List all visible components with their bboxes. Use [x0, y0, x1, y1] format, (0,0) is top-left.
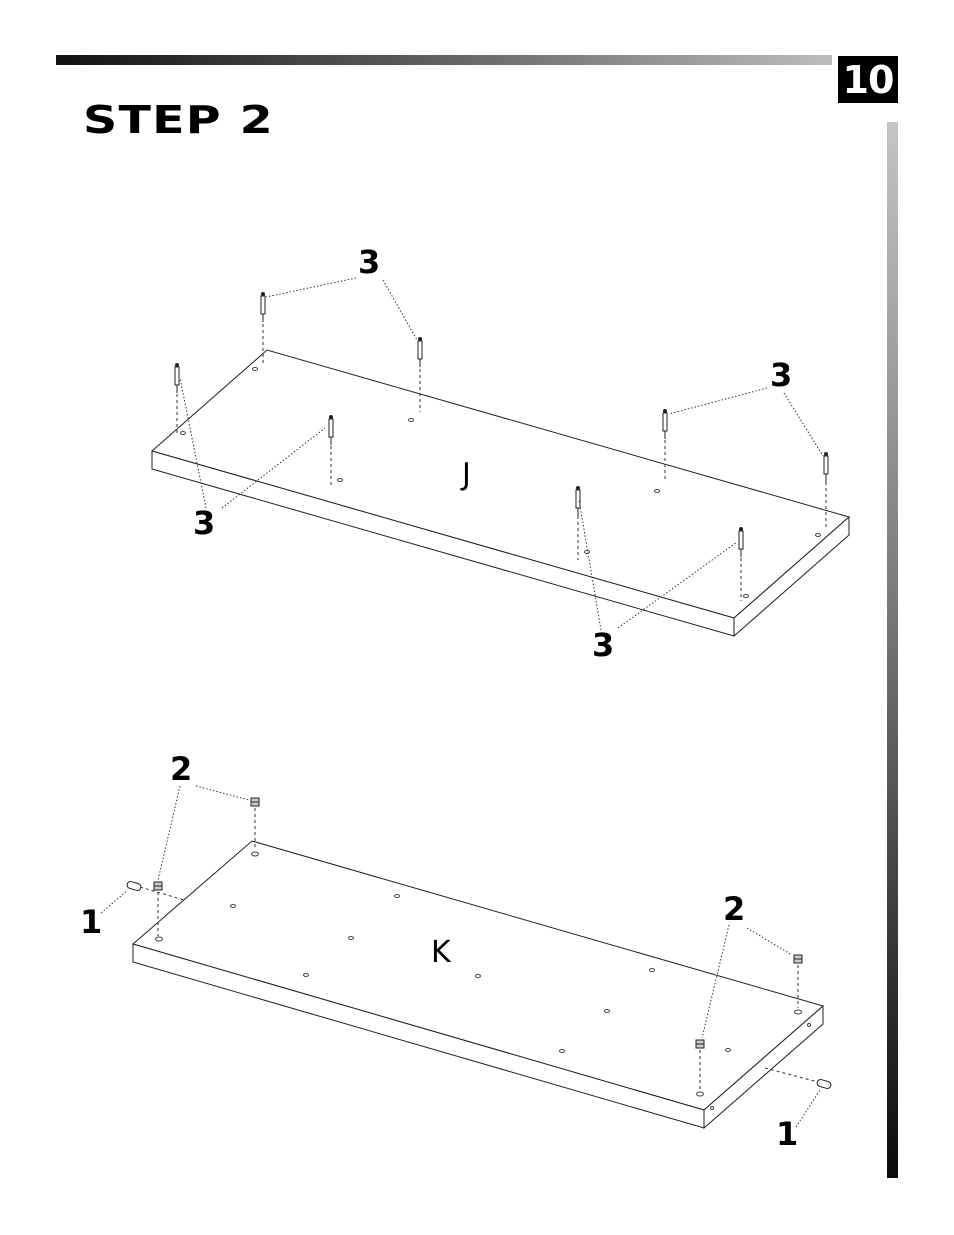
callout-2: 2: [170, 750, 192, 788]
dowel-icon: [175, 363, 179, 393]
callout-3: 3: [358, 243, 380, 281]
callout-1: 1: [776, 1115, 798, 1153]
wood-dowel-icon: [816, 1079, 831, 1090]
callout-1: 1: [80, 903, 102, 941]
dowel-icon: [261, 292, 265, 322]
cam-lock-icon: [251, 798, 259, 806]
dowel-icon: [663, 409, 667, 439]
cam-lock-icon: [154, 882, 162, 890]
callout-3: 3: [592, 626, 614, 664]
panel-j: 3 3 3 3 J: [152, 243, 849, 664]
panel-j-label: J: [460, 457, 471, 492]
cam-lock-icon: [794, 955, 802, 963]
wood-dowel-icon: [126, 881, 141, 892]
dowel-icon: [418, 337, 422, 367]
callout-3: 3: [193, 504, 215, 542]
dowel-icon: [824, 452, 828, 482]
callout-2: 2: [723, 890, 745, 928]
panel-k-label: K: [431, 935, 452, 970]
panel-k: 2 2 1 1 K: [80, 750, 832, 1153]
cam-lock-icon: [696, 1040, 704, 1048]
callout-3: 3: [770, 356, 792, 394]
